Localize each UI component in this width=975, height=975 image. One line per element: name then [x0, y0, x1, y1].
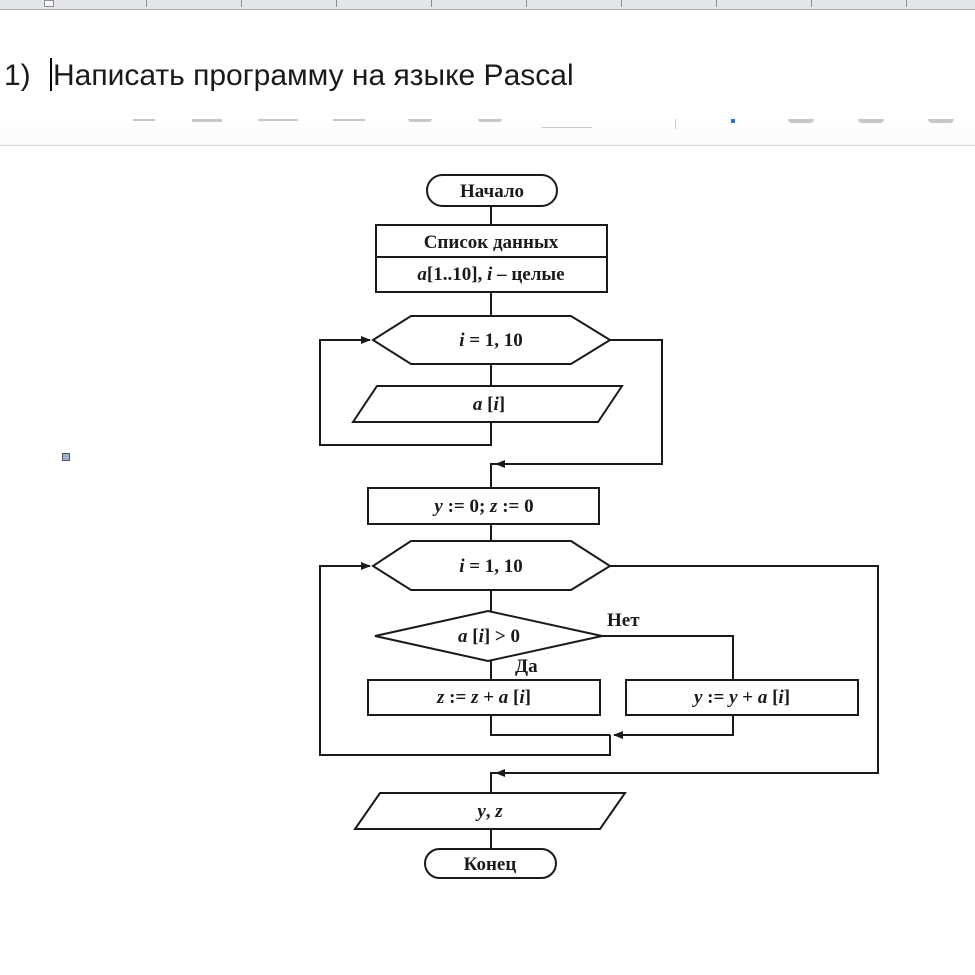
condition-block[interactable]: a [i] > 0: [374, 609, 603, 663]
loop-2-label: i = 1, 10: [459, 556, 523, 577]
ruler-tick: [431, 0, 432, 7]
no-action-block[interactable]: y := y + a [i]: [625, 679, 859, 716]
loop-1-block[interactable]: i = 1, 10: [371, 315, 612, 365]
condition-label: a [i] > 0: [458, 626, 520, 647]
flow-connectors: [319, 206, 879, 849]
yes-branch-label: Да: [515, 656, 538, 677]
toolbar-fragment: [731, 119, 735, 123]
object-anchor-handle[interactable]: [62, 453, 70, 461]
no-action-label: y := y + a [i]: [692, 687, 790, 708]
yes-action-label: z := z + a [i]: [436, 687, 531, 708]
yes-action-block[interactable]: z := z + a [i]: [367, 679, 601, 716]
no-branch-label: Нет: [607, 610, 640, 631]
toolbar-fragment: [542, 127, 592, 128]
toolbar-fragment: [675, 119, 676, 129]
init-block[interactable]: y := 0; z := 0: [367, 487, 600, 525]
ruler-tick: [336, 0, 337, 7]
task-text: Написать программу на языке Pascal: [53, 59, 574, 92]
data-list-block[interactable]: Список данных a[1..10], i – целые: [375, 224, 608, 293]
ruler-tick: [811, 0, 812, 7]
end-label: Конец: [464, 854, 517, 875]
ruler-tick: [621, 0, 622, 7]
text-cursor: [50, 58, 52, 91]
end-terminal[interactable]: Конец: [424, 848, 557, 879]
input-block[interactable]: a [i]: [351, 385, 624, 423]
task-paragraph[interactable]: 1) Написать программу на языке Pascal: [4, 56, 574, 96]
input-label: a [i]: [473, 394, 505, 415]
toolbar-fragment: [408, 119, 432, 122]
start-terminal[interactable]: Начало: [426, 174, 558, 207]
loop-1-label: i = 1, 10: [459, 330, 523, 351]
init-label: y := 0; z := 0: [432, 496, 533, 517]
ruler-tick: [526, 0, 527, 7]
ruler: [0, 0, 975, 10]
toolbar-fragment: [788, 119, 814, 123]
toolbar-fragment: [192, 119, 222, 122]
data-list-declaration: a[1..10], i – целые: [417, 264, 564, 285]
start-label: Начало: [460, 181, 524, 202]
ruler-indent-marker[interactable]: [44, 0, 54, 7]
data-list-title: Список данных: [424, 232, 559, 253]
toolbar-fragment: [258, 119, 298, 121]
toolbar-fragment: [928, 119, 954, 123]
ruler-tick: [146, 0, 147, 7]
ruler-tick: [906, 0, 907, 7]
toolbar-fragment: [478, 119, 502, 122]
ruler-tick: [241, 0, 242, 7]
toolbar-fragment: [133, 119, 155, 121]
task-number: 1): [4, 59, 31, 92]
toolbar-fragment: [858, 119, 884, 123]
output-label: y, z: [475, 801, 503, 822]
cropped-toolbar-band: [0, 119, 975, 146]
toolbar-fragment: [333, 119, 365, 121]
ruler-tick: [716, 0, 717, 7]
loop-2-block[interactable]: i = 1, 10: [371, 540, 612, 591]
output-block[interactable]: y, z: [353, 792, 627, 830]
